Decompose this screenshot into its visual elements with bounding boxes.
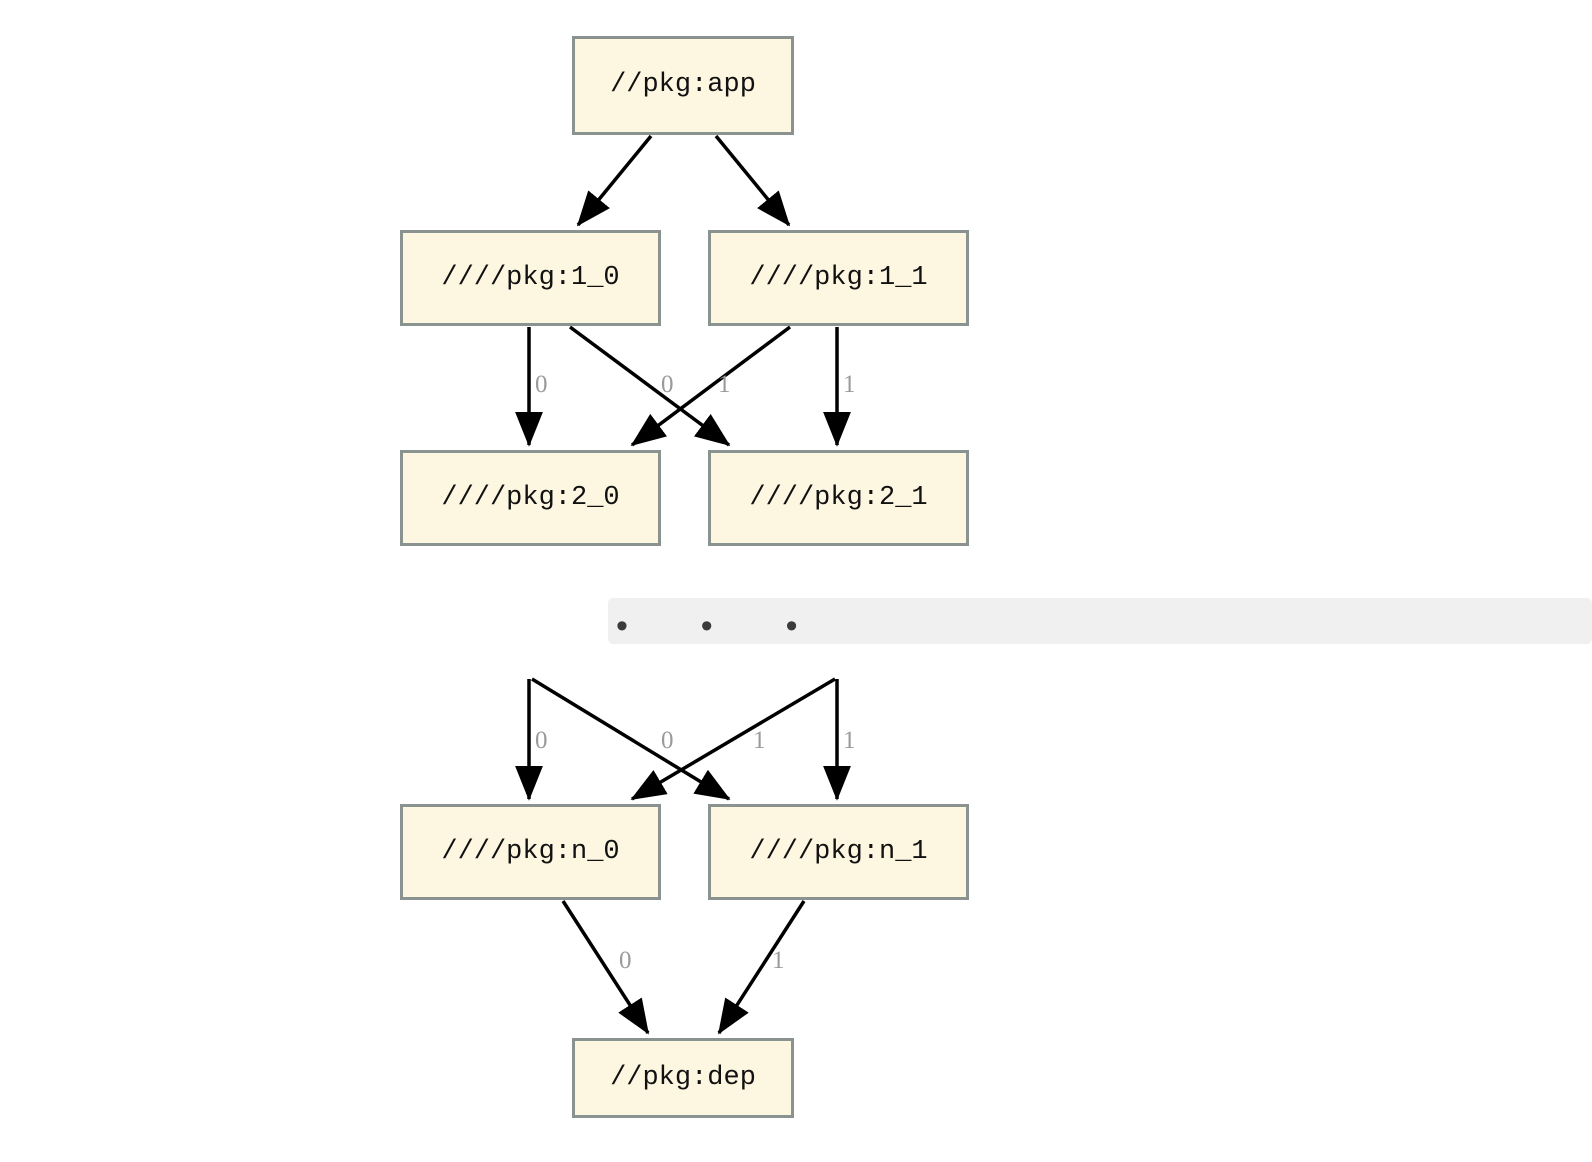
edge-line bbox=[561, 900, 650, 1035]
node-label: //pkg:dep bbox=[610, 1062, 756, 1093]
node-app[interactable]: //pkg:app bbox=[572, 36, 794, 135]
edge-line bbox=[630, 677, 836, 801]
node-l1_1[interactable]: ////pkg:1_1 bbox=[708, 230, 969, 326]
node-label: ////pkg:2_1 bbox=[749, 482, 928, 513]
edge-line bbox=[568, 325, 731, 447]
node-label: ////pkg:n_0 bbox=[441, 836, 620, 867]
edge-lines bbox=[515, 134, 851, 1035]
node-label: //pkg:app bbox=[610, 70, 756, 100]
edge-label: 1 bbox=[718, 371, 731, 398]
node-ln_1[interactable]: ////pkg:n_1 bbox=[708, 804, 969, 900]
edge-line bbox=[531, 677, 731, 801]
node-l2_1[interactable]: ////pkg:2_1 bbox=[708, 450, 969, 546]
edge-label: 0 bbox=[619, 947, 632, 974]
edge-label: 0 bbox=[535, 727, 548, 754]
node-label: ////pkg:n_1 bbox=[749, 836, 928, 867]
edge-label: 0 bbox=[535, 371, 548, 398]
edge-line bbox=[717, 900, 806, 1035]
truncation-ellipsis-band: • • • bbox=[608, 598, 1592, 644]
edge-label: 0 bbox=[661, 727, 674, 754]
ellipsis-dots: • • • bbox=[616, 607, 816, 646]
node-l2_0[interactable]: ////pkg:2_0 bbox=[400, 450, 661, 546]
edge-label: 1 bbox=[753, 727, 766, 754]
edge-label: 1 bbox=[843, 371, 856, 398]
node-label: ////pkg:1_1 bbox=[749, 262, 928, 293]
edge-label: 1 bbox=[772, 947, 785, 974]
node-label: ////pkg:1_0 bbox=[441, 262, 620, 293]
edge-line bbox=[576, 134, 653, 227]
node-l1_0[interactable]: ////pkg:1_0 bbox=[400, 230, 661, 326]
edge-label: 1 bbox=[843, 727, 856, 754]
edge-line bbox=[630, 325, 792, 447]
edge-line bbox=[714, 134, 791, 227]
node-label: ////pkg:2_0 bbox=[441, 482, 620, 513]
node-dep[interactable]: //pkg:dep bbox=[572, 1038, 794, 1118]
node-ln_0[interactable]: ////pkg:n_0 bbox=[400, 804, 661, 900]
edge-label: 0 bbox=[661, 371, 674, 398]
